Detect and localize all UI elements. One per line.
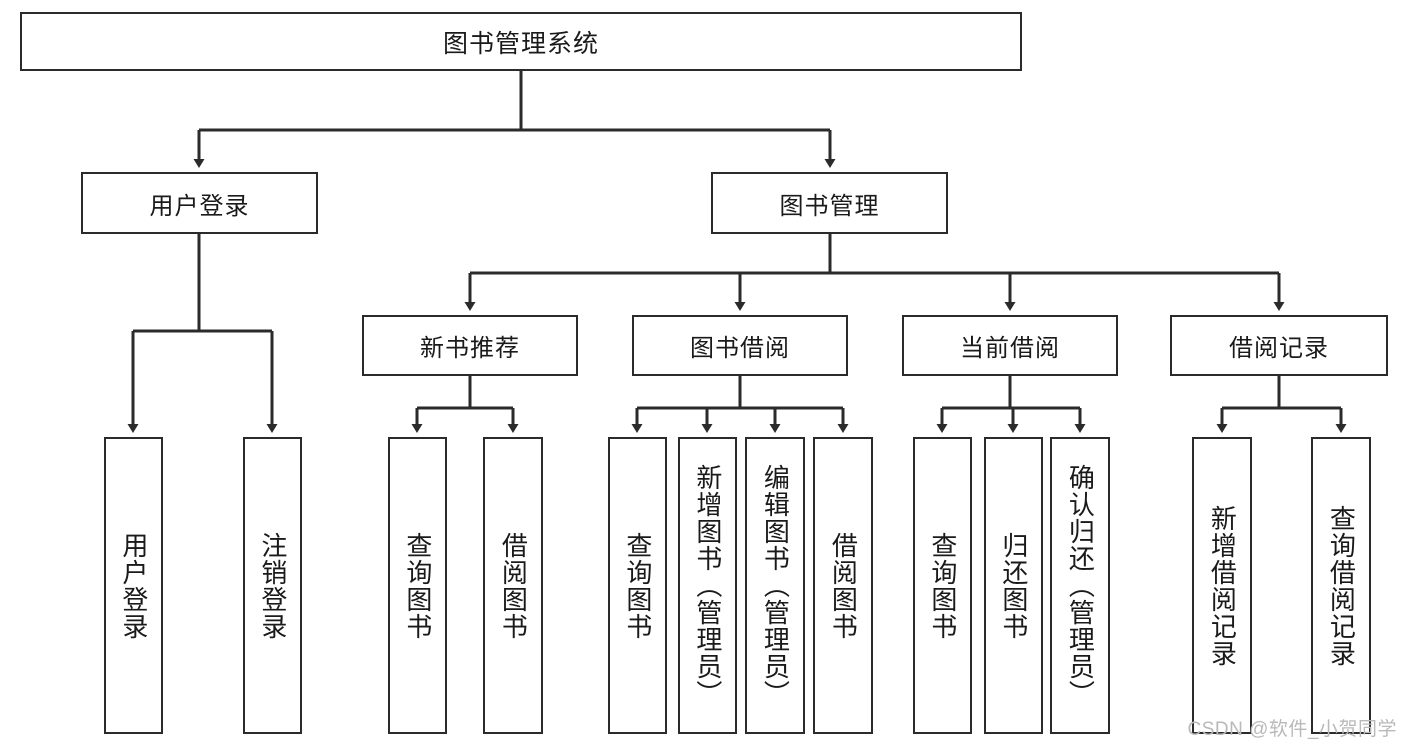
leaf-query-book-borrow[interactable]: 查询图书 xyxy=(608,437,667,734)
node-label: 用户登录 xyxy=(118,531,149,640)
node-label: 用户登录 xyxy=(149,192,250,220)
leaf-confirm-return-admin[interactable]: 确认归还（管理员） xyxy=(1050,437,1110,734)
leaf-query-borrow-record[interactable]: 查询借阅记录 xyxy=(1311,437,1371,734)
node-label: 借阅图书 xyxy=(498,531,529,640)
leaf-logout[interactable]: 注销登录 xyxy=(243,437,302,734)
node-label: 归还图书 xyxy=(998,531,1029,640)
node-root-book-management-system[interactable]: 图书管理系统 xyxy=(20,12,1022,71)
leaf-add-borrow-record[interactable]: 新增借阅记录 xyxy=(1192,437,1252,734)
leaf-query-book-current[interactable]: 查询图书 xyxy=(913,437,972,734)
node-label: 查询图书 xyxy=(927,531,958,640)
node-label: 图书借阅 xyxy=(690,335,790,362)
node-label: 确认归还（管理员） xyxy=(1065,464,1096,707)
node-borrow-records[interactable]: 借阅记录 xyxy=(1170,315,1388,376)
leaf-return-book[interactable]: 归还图书 xyxy=(984,437,1043,734)
node-label: 注销登录 xyxy=(257,531,288,640)
leaf-add-book-admin[interactable]: 新增图书（管理员） xyxy=(678,437,737,734)
node-label: 查询借阅记录 xyxy=(1326,504,1357,667)
leaf-user-login[interactable]: 用户登录 xyxy=(104,437,163,734)
leaf-edit-book-admin[interactable]: 编辑图书（管理员） xyxy=(745,437,805,734)
node-label: 借阅图书 xyxy=(828,531,859,640)
node-label: 图书管理系统 xyxy=(442,29,599,58)
node-book-borrowing[interactable]: 图书借阅 xyxy=(632,315,848,376)
node-current-borrowing[interactable]: 当前借阅 xyxy=(902,315,1118,376)
node-user-login[interactable]: 用户登录 xyxy=(81,172,318,234)
node-label: 新增图书（管理员） xyxy=(692,464,723,707)
node-label: 图书管理 xyxy=(779,192,880,220)
leaf-borrow-book-new[interactable]: 借阅图书 xyxy=(483,437,543,734)
leaf-query-book-new[interactable]: 查询图书 xyxy=(388,437,447,734)
leaf-borrow-book[interactable]: 借阅图书 xyxy=(813,437,873,734)
node-label: 新增借阅记录 xyxy=(1207,504,1238,667)
node-label: 查询图书 xyxy=(402,531,433,640)
node-book-management[interactable]: 图书管理 xyxy=(711,172,948,234)
node-label: 新书推荐 xyxy=(420,335,520,362)
node-label: 借阅记录 xyxy=(1229,335,1329,362)
node-label: 编辑图书（管理员） xyxy=(760,464,791,707)
node-label: 当前借阅 xyxy=(960,335,1060,362)
node-label: 查询图书 xyxy=(622,531,653,640)
watermark-text: CSDN @软件_小贺同学 xyxy=(1187,719,1397,740)
node-new-book-recommendation[interactable]: 新书推荐 xyxy=(362,315,578,376)
